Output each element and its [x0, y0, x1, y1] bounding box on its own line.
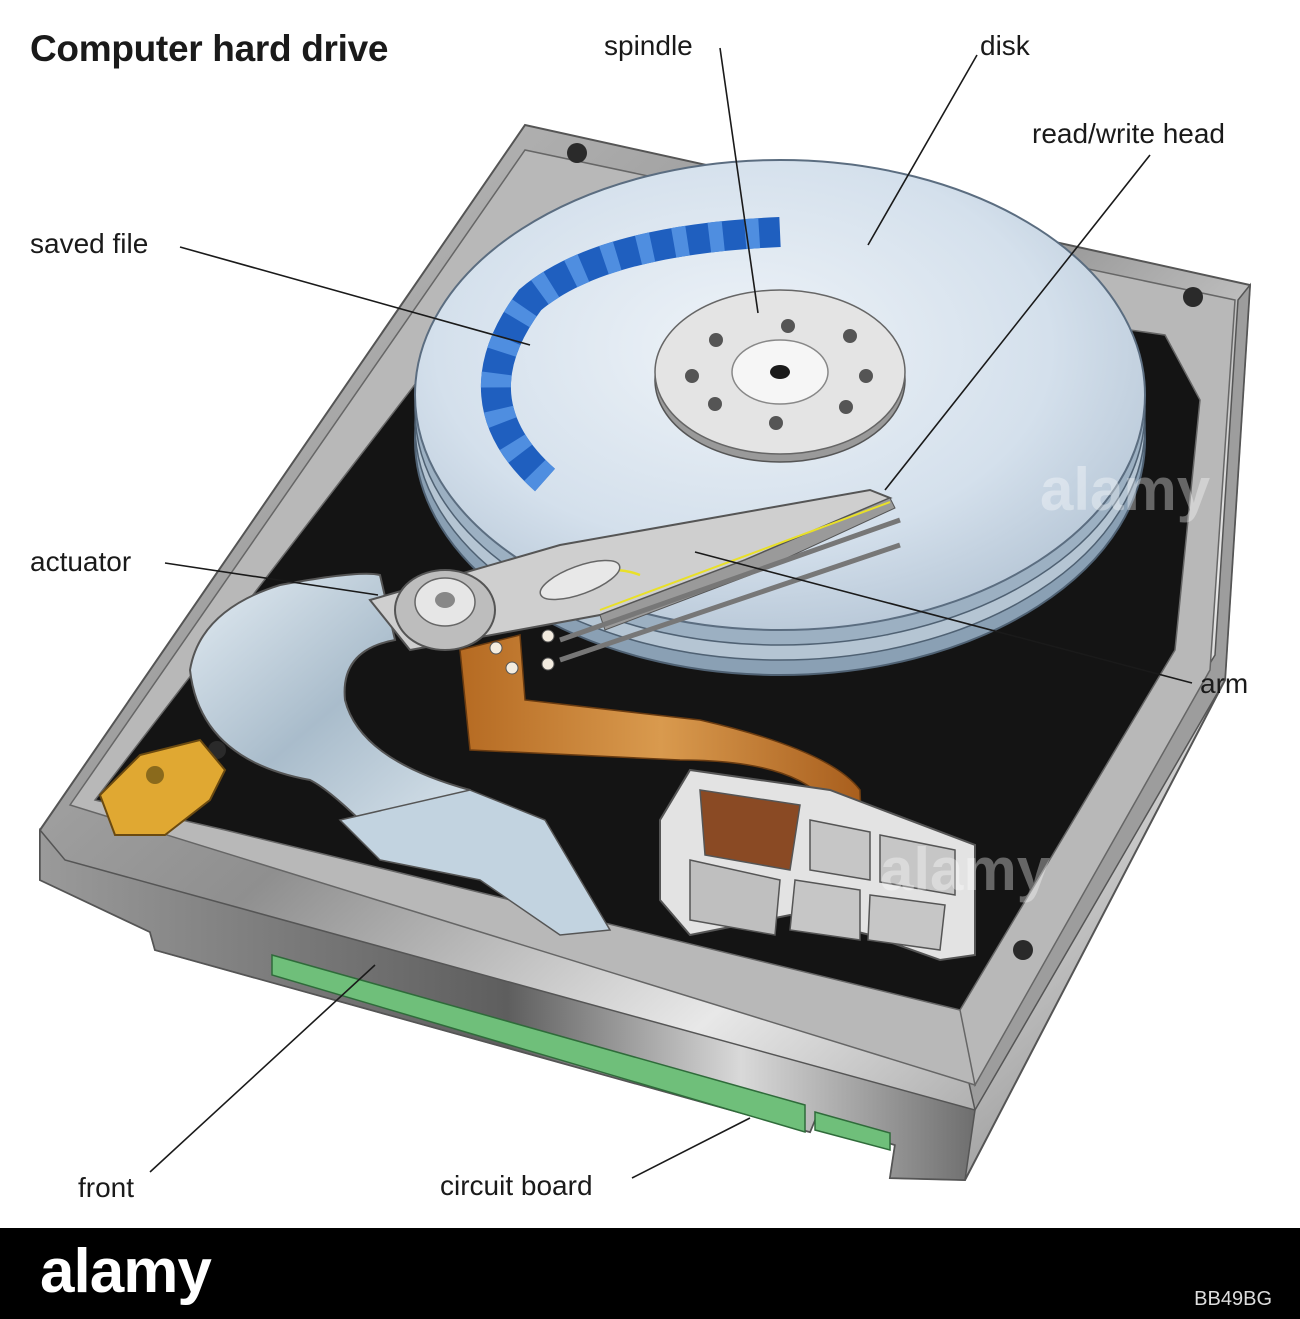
label-read-write-head: read/write head: [1032, 118, 1226, 149]
spindle-hub: [654, 289, 906, 463]
label-saved-file: saved file: [30, 228, 149, 259]
label-disk: disk: [980, 30, 1030, 61]
hard-drive-illustration: [39, 47, 1252, 1182]
disk-leader: [867, 54, 978, 246]
page-title: Computer hard drive: [30, 28, 389, 69]
label-arm: arm: [1200, 668, 1249, 699]
spindle-leader: [719, 47, 759, 314]
actuator-pivot: [394, 569, 496, 651]
leader-lines: [149, 47, 1193, 1179]
actuator-leader: [164, 562, 379, 596]
label-actuator: actuator: [30, 546, 132, 577]
footer-image-id: BB49BG: [1194, 1288, 1272, 1310]
actuator-arm: [368, 488, 901, 663]
front-leader: [149, 964, 376, 1173]
latch: [98, 738, 227, 836]
watermark: alamy: [1040, 456, 1211, 523]
label-circuit-board: circuit board: [440, 1170, 593, 1201]
saved-file-leader: [179, 246, 531, 346]
actuator-lower-plate: [338, 789, 612, 936]
diagram-area: Computer hard drive spindle disk read/wr…: [30, 28, 1252, 1203]
footer-bar: alamy BB49BG: [0, 1228, 1300, 1319]
footer-logo: alamy: [40, 1237, 212, 1306]
power-connector: [659, 768, 976, 962]
circuit-board-edge: [271, 954, 806, 1134]
label-front: front: [78, 1172, 135, 1203]
arm-leader: [694, 551, 1193, 684]
read-write-head-leader: [884, 154, 1151, 491]
actuator-blade: [188, 572, 492, 831]
circuit-board-leader: [631, 1117, 751, 1179]
watermark: alamy: [880, 836, 1051, 903]
label-spindle: spindle: [604, 30, 693, 61]
saved-file-arc: [480, 217, 781, 492]
